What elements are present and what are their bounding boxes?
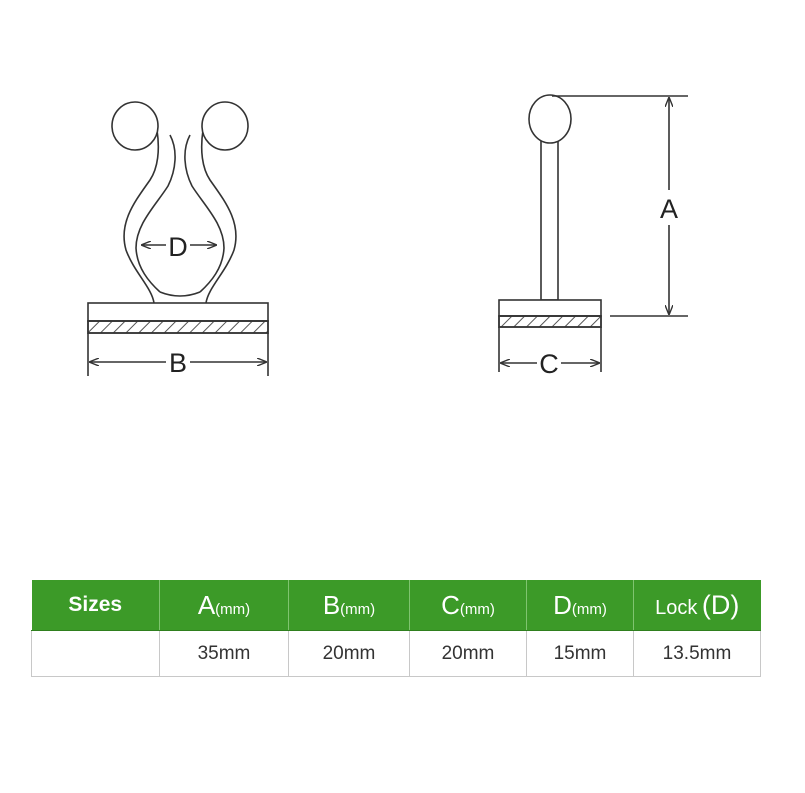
left-arm-inner (135, 134, 176, 293)
loop-bottom (159, 291, 201, 297)
side-ball (528, 94, 572, 144)
right-ball (201, 101, 249, 151)
cell-sizes (31, 630, 160, 677)
header-a: A(mm) (159, 580, 289, 631)
size-table: Sizes A(mm) B(mm) C(mm) D(mm) Lock (D) 3… (31, 580, 761, 677)
right-arm-inner (184, 134, 225, 293)
table-header-row: Sizes A(mm) B(mm) C(mm) D(mm) Lock (D) (31, 580, 761, 631)
side-view (498, 94, 688, 372)
cell-lock: 13.5mm (633, 630, 761, 677)
cell-b: 20mm (288, 630, 410, 677)
left-arm (123, 129, 160, 304)
cell-d: 15mm (526, 630, 634, 677)
header-b: B(mm) (288, 580, 410, 631)
cell-c: 20mm (409, 630, 527, 677)
front-adhesive (87, 320, 269, 334)
dim-d-label: D (168, 232, 188, 262)
front-base (87, 302, 269, 322)
header-lock: Lock (D) (633, 580, 761, 631)
front-view (87, 101, 269, 376)
header-d: D(mm) (526, 580, 634, 631)
dim-b-label: B (169, 348, 187, 378)
side-stem (540, 139, 559, 301)
side-adhesive (498, 315, 602, 328)
table-row: 35mm 20mm 20mm 15mm 13.5mm (31, 630, 761, 677)
clip-dimension-diagram: B D A C (87, 94, 688, 379)
side-base (498, 299, 602, 317)
dim-a-label: A (660, 194, 678, 224)
header-sizes: Sizes (31, 580, 160, 631)
header-c: C(mm) (409, 580, 527, 631)
dim-c-label: C (539, 349, 559, 379)
right-arm (200, 129, 237, 304)
left-ball (111, 101, 159, 151)
cell-a: 35mm (159, 630, 289, 677)
